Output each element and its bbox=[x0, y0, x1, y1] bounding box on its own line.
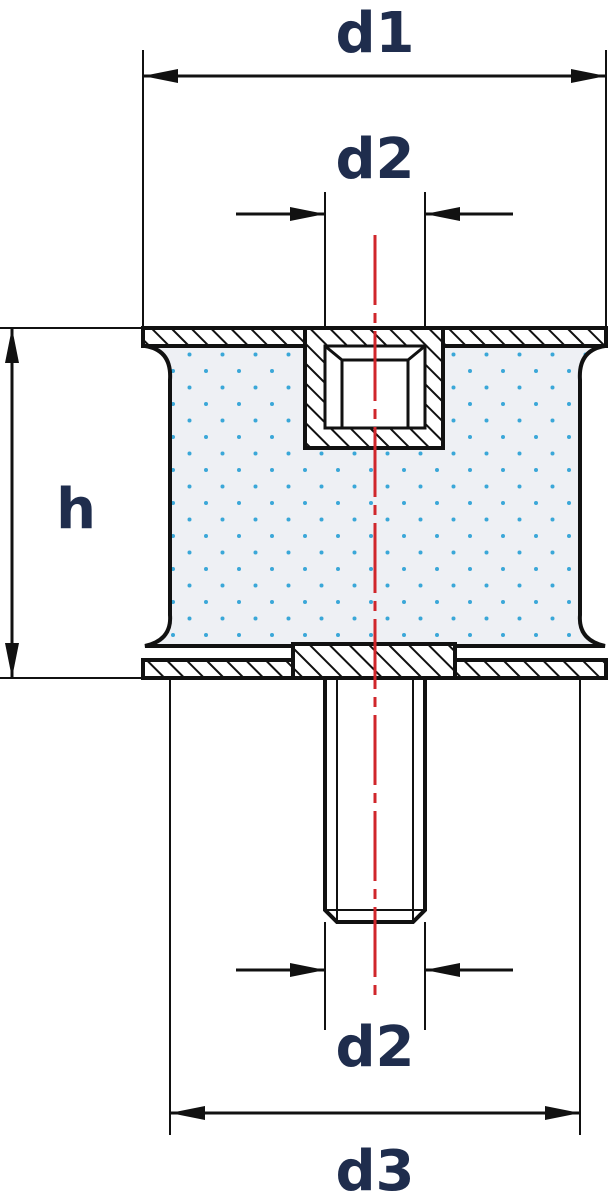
top-metal-plate bbox=[141, 326, 608, 348]
label-d2-top: d2 bbox=[335, 127, 414, 192]
dimension-d3 bbox=[169, 678, 581, 1135]
label-d1: d1 bbox=[335, 1, 414, 66]
label-d3: d3 bbox=[335, 1139, 414, 1200]
label-h: h bbox=[56, 477, 96, 542]
dimension-h bbox=[0, 327, 143, 679]
dimension-d2-top bbox=[236, 192, 513, 328]
label-d2-bottom: d2 bbox=[335, 1015, 414, 1080]
dimension-d2-bottom bbox=[236, 922, 513, 1030]
dimension-d1 bbox=[142, 50, 607, 328]
